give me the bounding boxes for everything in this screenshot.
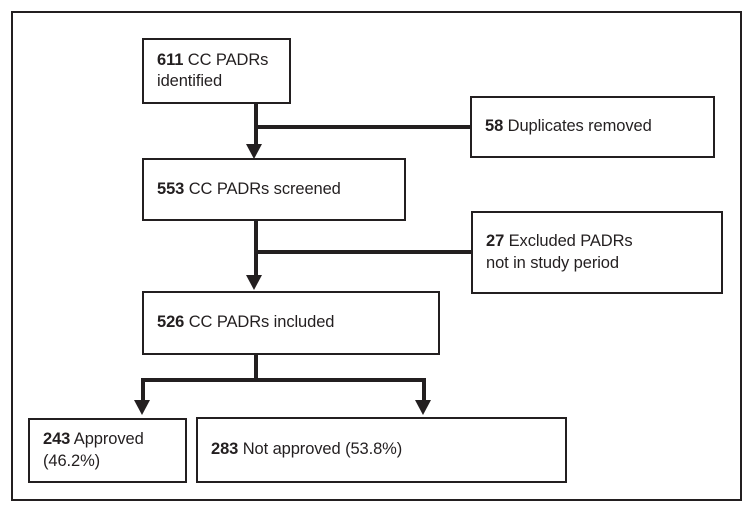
node-screened-count: 553 [157, 179, 185, 198]
node-approved-count: 243 [43, 430, 71, 449]
node-duplicates-label: Duplicates removed [503, 117, 652, 136]
node-screened: 553 CC PADRs screened [142, 158, 406, 221]
node-included: 526 CC PADRs included [142, 291, 440, 355]
node-approved: 243 Approved (46.2%) [28, 418, 187, 483]
node-not-approved-text: 283 Not approved (53.8%) [198, 439, 410, 460]
node-not-approved-label: Not approved (53.8%) [238, 440, 403, 459]
node-duplicates-removed: 58 Duplicates removed [470, 96, 715, 158]
node-duplicates-count: 58 [485, 117, 504, 136]
node-identified: 611 CC PADRs identified [142, 38, 291, 104]
arrowhead-icon [415, 400, 431, 415]
node-duplicates-text: 58 Duplicates removed [472, 116, 660, 137]
connector-included-split-stem [254, 354, 258, 382]
connector-included-split-bar [141, 378, 426, 382]
node-identified-count: 611 [157, 50, 184, 69]
node-identified-label: CC PADRs identified [157, 50, 269, 90]
arrowhead-icon [246, 275, 262, 290]
node-screened-text: 553 CC PADRs screened [144, 179, 349, 200]
connector-screened-to-included [254, 220, 258, 277]
connector-screened-to-excluded [256, 250, 473, 254]
connector-included-to-not-approved [422, 378, 426, 404]
node-identified-text: 611 CC PADRs identified [144, 50, 289, 92]
node-excluded: 27 Excluded PADRs not in study period [471, 211, 723, 294]
connector-included-to-approved [141, 378, 145, 404]
node-not-approved: 283 Not approved (53.8%) [196, 417, 567, 483]
node-approved-text: 243 Approved (46.2%) [30, 429, 185, 471]
node-approved-label: Approved (46.2%) [43, 430, 144, 470]
arrowhead-icon [246, 144, 262, 159]
node-excluded-text: 27 Excluded PADRs not in study period [473, 231, 641, 273]
node-included-label: CC PADRs included [184, 313, 335, 332]
node-screened-label: CC PADRs screened [184, 179, 341, 198]
node-excluded-count: 27 [486, 232, 505, 251]
node-included-text: 526 CC PADRs included [144, 312, 342, 333]
arrowhead-icon [134, 400, 150, 415]
node-not-approved-count: 283 [211, 440, 239, 459]
node-included-count: 526 [157, 313, 185, 332]
connector-identified-to-duplicates [256, 125, 472, 129]
node-excluded-label: Excluded PADRs not in study period [486, 232, 633, 272]
